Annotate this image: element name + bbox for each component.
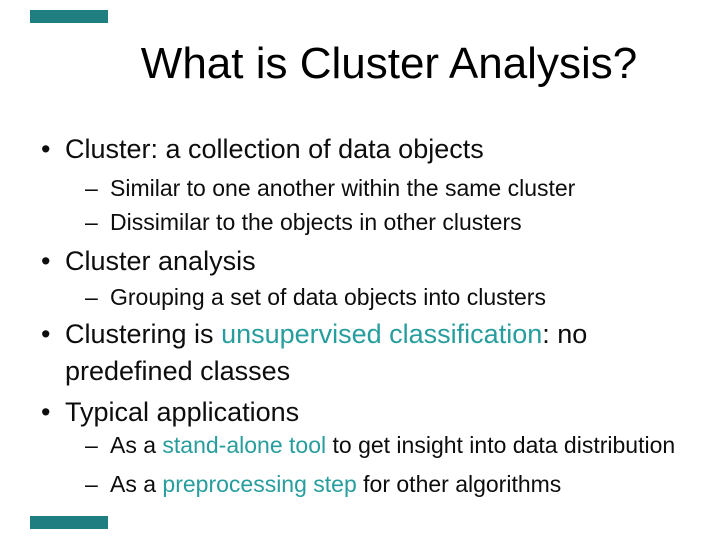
dash-icon: –	[85, 175, 98, 201]
bullet-text: : no	[542, 319, 588, 349]
bullet-text: Cluster analysis	[65, 246, 256, 276]
bullet-text: Cluster: a collection of data objects	[65, 134, 484, 164]
bullet-icon: •	[41, 319, 51, 349]
dash-icon: –	[85, 432, 98, 458]
bullet-text: Clustering is	[65, 319, 222, 349]
bullet-icon: •	[41, 397, 51, 427]
bullet-text: As a	[110, 432, 163, 458]
sub-bullet-line: –Grouping a set of data objects into clu…	[85, 284, 546, 312]
bullet-line: • Cluster analysis	[41, 245, 256, 277]
bullet-text: to get insight into data distribution	[326, 432, 676, 458]
sub-bullet-line: –Dissimilar to the objects in other clus…	[85, 209, 522, 237]
bullet-line: • Typical applications	[41, 396, 300, 428]
slide-title: What is Cluster Analysis?	[140, 39, 638, 88]
dash-icon: –	[85, 284, 98, 310]
bullet-icon: •	[41, 134, 51, 164]
template-accent-bar-top	[30, 10, 108, 23]
bullet-text: Typical applications	[65, 397, 300, 427]
template-accent-bar-bottom	[30, 516, 108, 529]
bullet-text: As a	[110, 471, 163, 497]
sub-bullet-line: –As a preprocessing step for other algor…	[85, 471, 562, 499]
highlight-text: unsupervised classification	[221, 319, 543, 349]
bullet-text: Grouping a set of data objects into clus…	[110, 284, 546, 310]
bullet-text: Dissimilar to the objects in other clust…	[110, 209, 522, 235]
dash-icon: –	[85, 209, 98, 235]
dash-icon: –	[85, 471, 98, 497]
sub-bullet-line: –As a stand-alone tool to get insight in…	[85, 432, 676, 460]
bullet-text: for other algorithms	[356, 471, 562, 497]
highlight-text: preprocessing step	[162, 471, 357, 497]
bullet-line-continuation: predefined classes	[65, 355, 290, 387]
bullet-text: predefined classes	[65, 356, 291, 386]
bullet-line: • Clustering is unsupervised classificati…	[41, 318, 588, 350]
bullet-icon: •	[41, 246, 51, 276]
sub-bullet-line: –Similar to one another within the same …	[85, 175, 576, 203]
highlight-text: stand-alone tool	[162, 432, 327, 458]
bullet-text: Similar to one another within the same c…	[110, 175, 576, 201]
bullet-line: • Cluster: a collection of data objects	[41, 133, 484, 165]
